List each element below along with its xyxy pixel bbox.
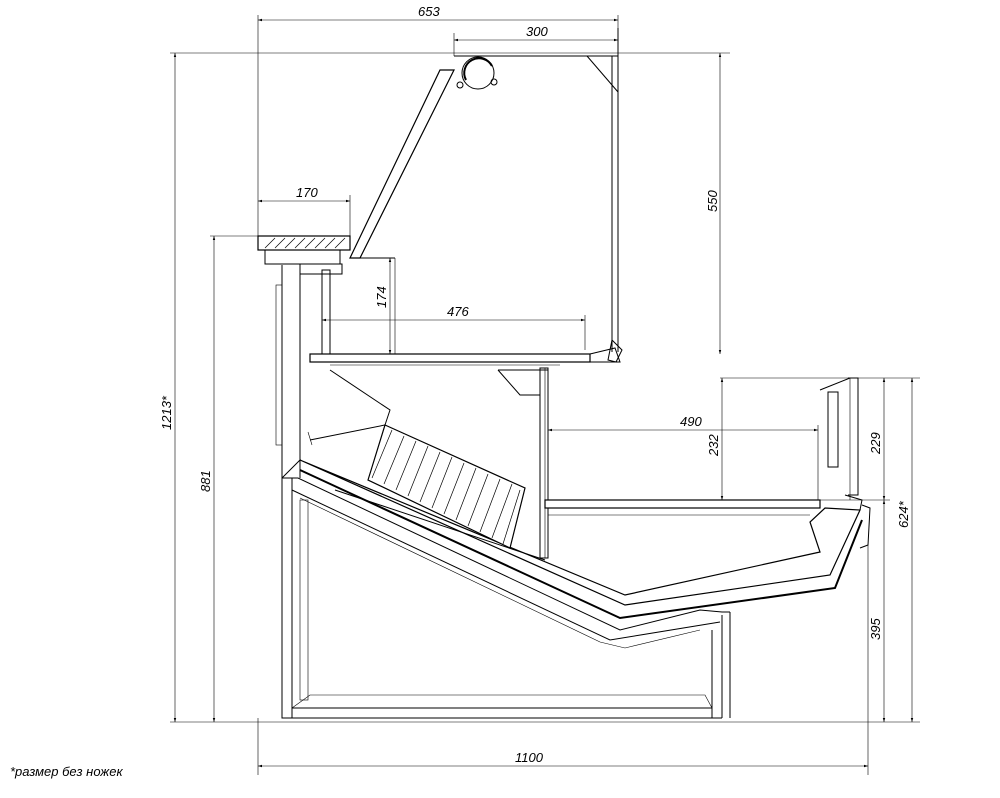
dim-550: 550 bbox=[705, 190, 720, 212]
dim-653: 653 bbox=[418, 4, 440, 19]
dim-229: 229 bbox=[868, 432, 883, 455]
cabinet-outline bbox=[257, 28, 871, 719]
dim-232: 232 bbox=[706, 434, 721, 457]
dim-174: 174 bbox=[374, 286, 389, 308]
dim-624: 624* bbox=[896, 500, 911, 528]
dim-490: 490 bbox=[680, 414, 702, 429]
dim-1213: 1213* bbox=[159, 395, 174, 430]
dim-476: 476 bbox=[447, 304, 469, 319]
dimension-lines: 653 300 550 170 174 476 490 232 229 1213… bbox=[159, 4, 920, 775]
dim-300: 300 bbox=[526, 24, 548, 39]
dim-881: 881 bbox=[198, 470, 213, 492]
lamp-icon bbox=[456, 56, 498, 90]
dim-170: 170 bbox=[296, 185, 318, 200]
dim-1100: 1100 bbox=[515, 750, 544, 765]
footnote: *размер без ножек bbox=[10, 764, 123, 779]
dim-395: 395 bbox=[868, 618, 883, 640]
